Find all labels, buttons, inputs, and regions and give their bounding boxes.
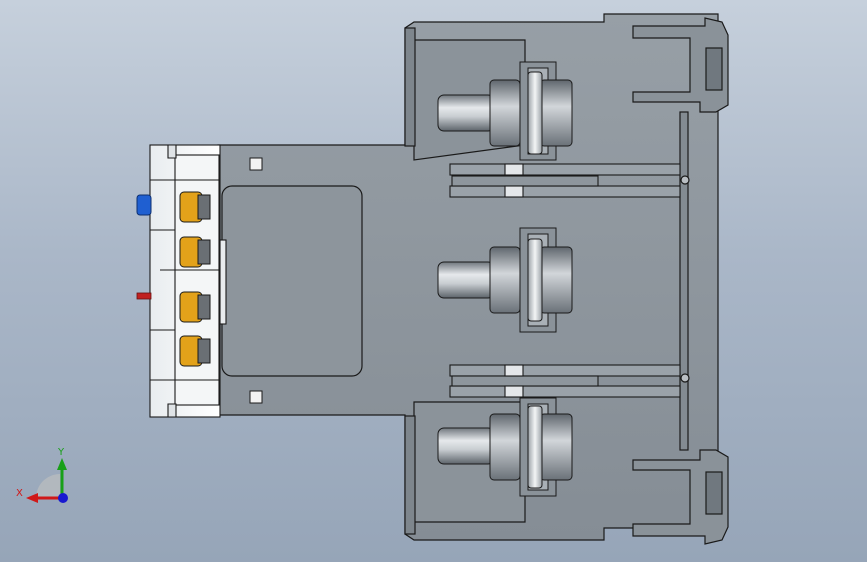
spring-contacts xyxy=(179,191,211,367)
mounting-clip-top xyxy=(632,17,729,113)
body-window-recess xyxy=(221,185,363,377)
terminal-bottom[interactable] xyxy=(437,397,573,497)
bolt-shank-top xyxy=(437,94,495,132)
nut-top xyxy=(489,79,521,147)
clip-slot-top xyxy=(705,47,723,91)
body-notch-bottom xyxy=(249,390,263,404)
nut-right-bottom xyxy=(539,413,573,481)
spring-4 xyxy=(179,335,211,367)
housing-right-plate xyxy=(679,111,689,451)
bolt-shank-bottom xyxy=(437,427,495,465)
triad-y-label: Y xyxy=(57,447,65,458)
trip-test-pin[interactable] xyxy=(136,292,152,300)
spring-3 xyxy=(179,291,211,323)
right-screw-top xyxy=(680,175,690,185)
terminal-middle[interactable] xyxy=(437,227,573,333)
coordinate-triad: Y X xyxy=(16,447,68,503)
triad-plane-indicator xyxy=(36,474,60,498)
nut-right-top xyxy=(539,79,573,147)
body-notch-top xyxy=(249,157,263,171)
bolt-shank-middle xyxy=(437,261,495,299)
mounting-clip-bottom xyxy=(632,449,729,545)
nut-right-middle xyxy=(539,246,573,314)
washer-bottom xyxy=(527,405,543,489)
spring-1 xyxy=(179,191,211,223)
control-module-side-rail xyxy=(219,239,227,325)
reset-indicator-button[interactable] xyxy=(136,194,152,216)
housing-left-rib-top xyxy=(404,27,416,147)
right-screw-bottom xyxy=(680,373,690,383)
washer-middle xyxy=(527,238,543,322)
washer-top xyxy=(527,71,543,155)
control-module[interactable] xyxy=(149,144,227,418)
clip-slot-bottom xyxy=(705,471,723,515)
control-module-bottom-step xyxy=(150,403,177,418)
control-module-top-step xyxy=(150,144,177,159)
triad-z-axis xyxy=(58,493,68,503)
terminal-top[interactable] xyxy=(437,61,573,161)
nut-bottom xyxy=(489,413,521,481)
housing-left-rib-bottom xyxy=(404,415,416,535)
nut-middle xyxy=(489,246,521,314)
spring-2 xyxy=(179,236,211,268)
triad-x-label: X xyxy=(16,488,23,499)
terminal-slots xyxy=(449,163,681,398)
